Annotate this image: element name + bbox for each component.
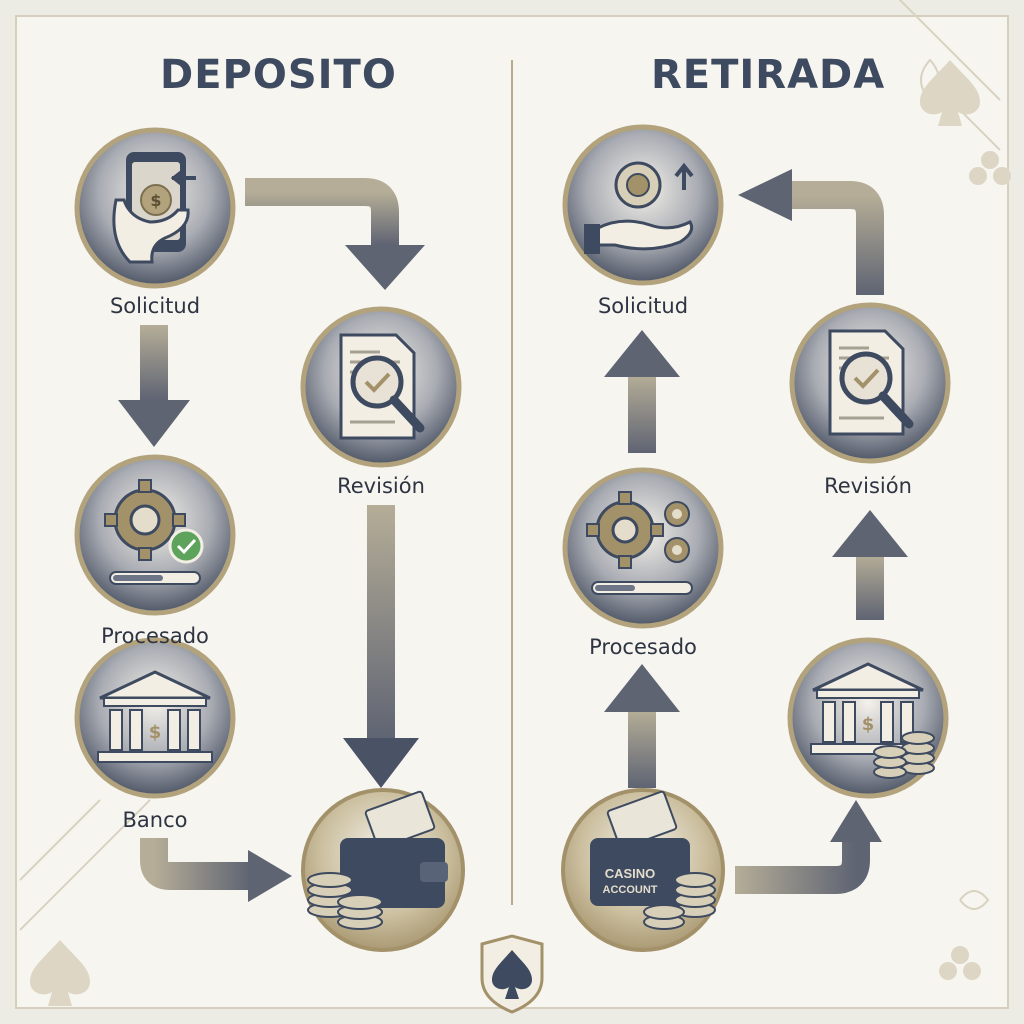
- withdrawal-revision-label: Revisión: [824, 474, 912, 498]
- svg-text:$: $: [150, 191, 161, 210]
- withdrawal-procesado-label: Procesado: [589, 635, 697, 659]
- svg-text:$: $: [149, 722, 162, 743]
- arrow-procesado-to-solicitud: [604, 330, 680, 453]
- wallet-text-2: ACCOUNT: [603, 884, 658, 896]
- arrow-solicitud-to-procesado: [118, 325, 190, 447]
- casino-account-icon: CASINO ACCOUNT: [561, 788, 725, 952]
- spade-shield-icon: [480, 934, 544, 1014]
- background-suit-icons: [19, 0, 1001, 931]
- arrow-banco-to-wallet: [140, 838, 292, 902]
- wallet-chips-icon: [301, 788, 465, 952]
- svg-text:$: $: [862, 714, 875, 735]
- arrow-revision-to-solicitud: [738, 169, 884, 295]
- withdrawal-title: RETIRADA: [651, 52, 886, 98]
- background-spade-icon: [30, 60, 1011, 1006]
- arrow-revision-to-wallet: [343, 505, 419, 788]
- bank-icon: $: [74, 637, 236, 799]
- phone-coin-icon: $: [74, 127, 236, 289]
- bank-coins-icon: $: [787, 637, 949, 799]
- arrow-solicitud-to-revision: [245, 178, 425, 290]
- deposit-banco-label: Banco: [122, 808, 188, 832]
- arrow-account-to-bank: [735, 800, 882, 894]
- withdrawal-solicitud-label: Solicitud: [597, 294, 689, 318]
- hand-chip-icon: [562, 124, 724, 286]
- arrow-bank-to-revision: [832, 510, 908, 620]
- deposit-title: DEPOSITO: [160, 52, 397, 98]
- document-magnifier-icon: [300, 306, 462, 468]
- arrow-account-to-procesado: [604, 664, 680, 788]
- document-magnifier-icon: [789, 302, 951, 464]
- deposit-revision-label: Revisión: [337, 474, 425, 498]
- gear-check-icon: [74, 454, 236, 616]
- wallet-text-1: CASINO: [605, 866, 656, 881]
- deposit-solicitud-label: Solicitud: [109, 294, 201, 318]
- gears-progress-icon: [562, 467, 724, 629]
- deposit-procesado-label: Procesado: [101, 624, 209, 648]
